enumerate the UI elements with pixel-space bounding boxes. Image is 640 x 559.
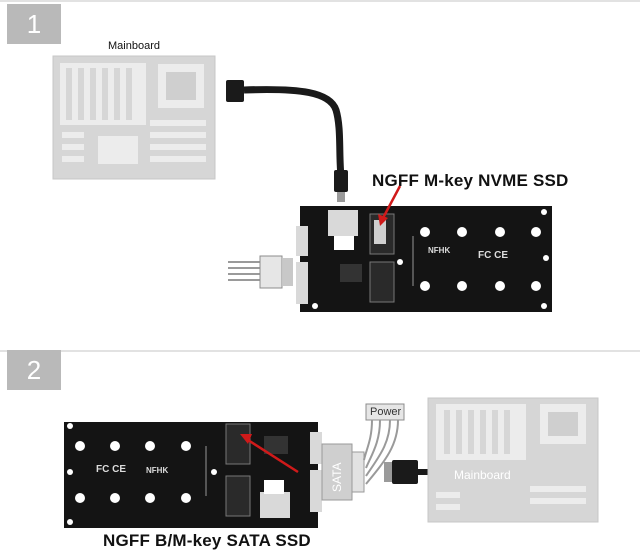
board-brand-2: NFHK: [146, 466, 169, 475]
sff-cable-2: [384, 460, 432, 484]
board-marks-1: FC CE: [478, 250, 508, 261]
step-1-badge: 1: [7, 4, 61, 44]
sff-cable-1: [226, 80, 348, 202]
sata-connector: [321, 443, 365, 501]
section-2-divider: [0, 350, 640, 352]
section-1-divider: [0, 0, 640, 2]
board-marks-2: FC CE: [96, 464, 126, 475]
power-cable-2: [363, 403, 405, 485]
mainboard-1: [52, 55, 216, 180]
ssd-label-2: NGFF B/M-key SATA SSD: [103, 531, 311, 550]
power-cable-1: [228, 255, 293, 289]
adapter-board-1: [296, 206, 552, 312]
mainboard-label-2: Mainboard: [454, 468, 511, 482]
step-2-badge: 2: [7, 350, 61, 390]
mainboard-2: [427, 397, 599, 523]
mainboard-label-1: Mainboard: [108, 40, 160, 52]
sata-label-2: SATA: [330, 462, 344, 492]
arrow-1: [378, 185, 402, 226]
arrow-2: [240, 434, 299, 474]
adapter-board-2: [64, 422, 322, 528]
power-label-2: Power: [370, 406, 402, 418]
board-brand-1: NFHK: [428, 246, 451, 255]
ssd-label-1: NGFF M-key NVME SSD: [372, 171, 569, 190]
